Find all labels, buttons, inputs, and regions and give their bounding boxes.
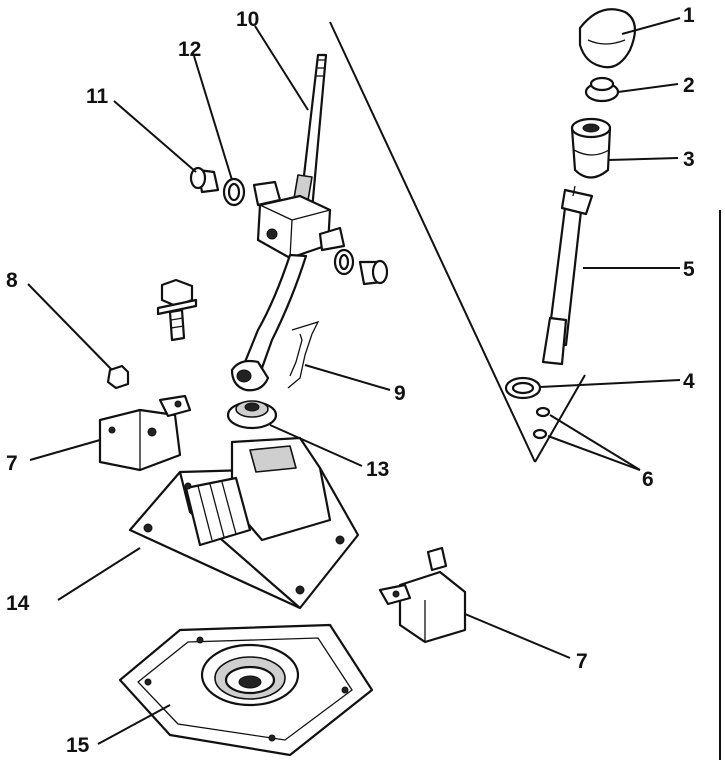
callout-4: 4 xyxy=(683,370,695,393)
part-bracket-left xyxy=(98,394,192,472)
callout-12: 12 xyxy=(178,38,201,61)
part-pivot-bushing xyxy=(189,166,220,194)
callout-1: 1 xyxy=(683,4,695,27)
callout-7-right: 7 xyxy=(576,650,588,673)
part-pivot-ring xyxy=(222,177,246,207)
part-shifter-housing xyxy=(128,436,360,610)
part-dust-boot xyxy=(118,623,374,757)
part-pivot-ring-right xyxy=(333,248,355,276)
part-shift-lever xyxy=(230,53,346,392)
callout-2: 2 xyxy=(683,74,695,97)
part-bracket-right xyxy=(378,546,467,644)
callout-5: 5 xyxy=(683,258,695,281)
callout-14: 14 xyxy=(6,592,30,615)
callout-3: 3 xyxy=(683,148,695,171)
part-bolt xyxy=(106,278,198,390)
callout-7-left: 7 xyxy=(6,452,18,475)
callout-labels: 1 2 3 5 4 6 7 7 8 9 10 11 12 13 14 15 xyxy=(6,4,695,757)
part-spring-clip xyxy=(287,320,320,389)
callout-9: 9 xyxy=(394,382,406,405)
part-knob-adapter xyxy=(584,76,620,103)
part-extension-rod xyxy=(541,185,594,366)
callout-15: 15 xyxy=(66,734,90,757)
assembly-guide-lines xyxy=(329,21,586,463)
part-pivot-bushing-right xyxy=(358,259,389,286)
callout-11: 11 xyxy=(86,85,109,108)
leader-lines xyxy=(27,17,681,745)
part-o-ring xyxy=(504,376,542,400)
callout-8: 8 xyxy=(6,269,18,292)
callout-13: 13 xyxy=(366,458,389,481)
part-small-rings xyxy=(532,406,551,440)
callout-6: 6 xyxy=(642,468,654,491)
part-boot-collar xyxy=(570,117,612,179)
part-socket-seat xyxy=(226,400,278,430)
callout-10: 10 xyxy=(236,8,259,31)
part-knob xyxy=(578,8,637,69)
